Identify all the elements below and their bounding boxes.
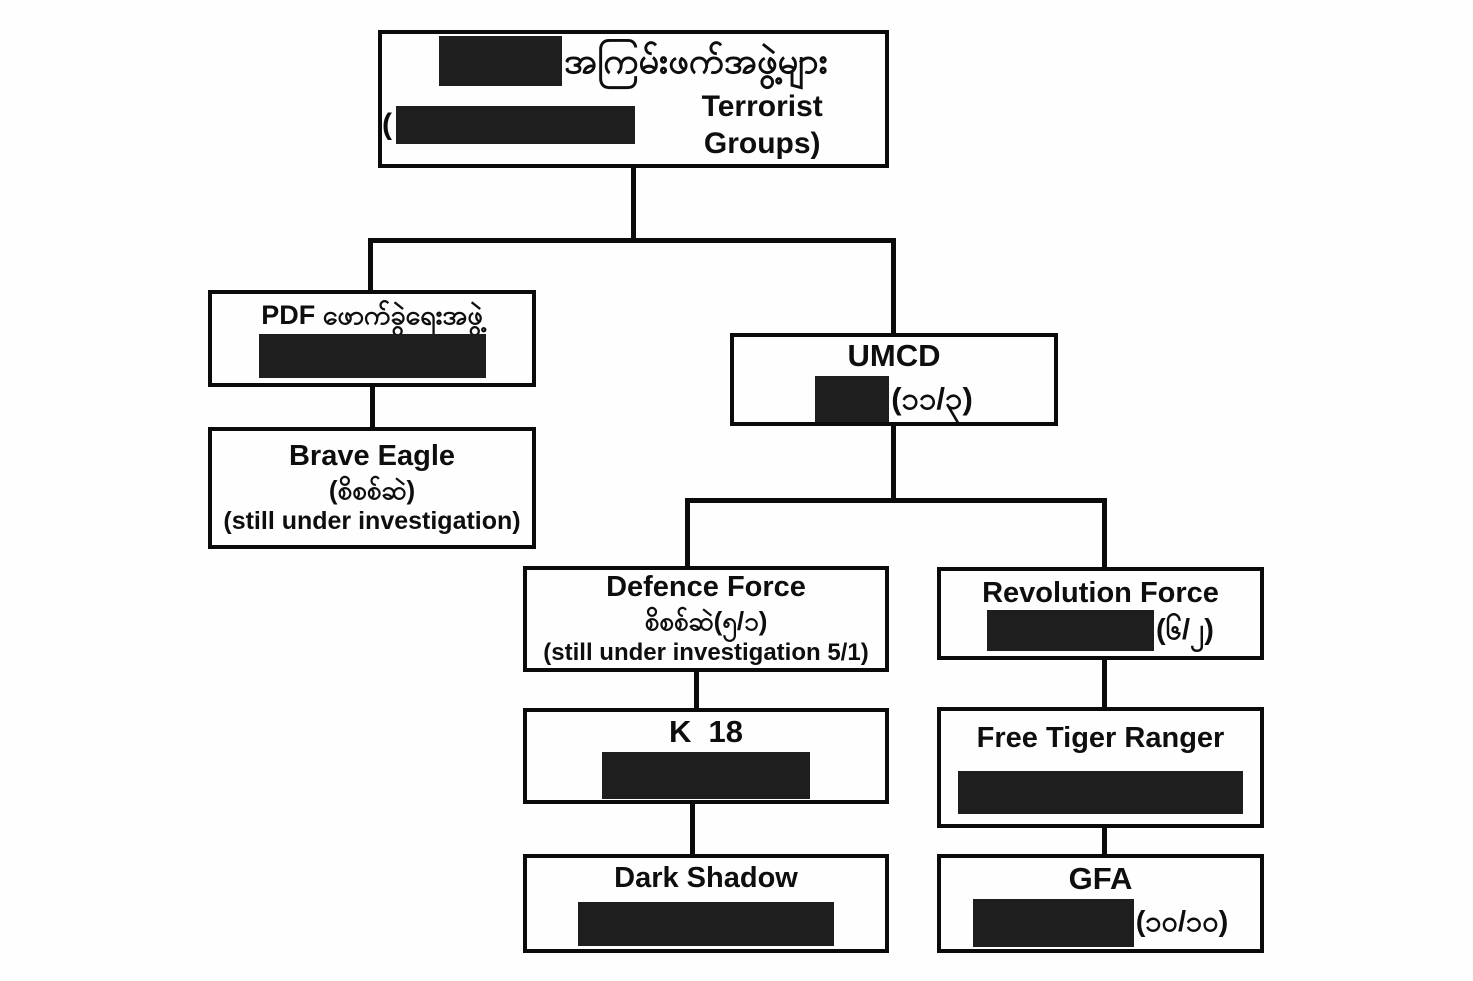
- root-open-paren: (: [382, 108, 392, 142]
- node-gfa: GFA (၁၀/၁၀): [937, 854, 1264, 953]
- redaction-bar: [972, 898, 1134, 947]
- connector-umcd-down: [891, 422, 896, 503]
- defence-force-title: Defence Force: [606, 571, 806, 604]
- redaction-bar: [815, 375, 890, 422]
- redaction-bar: [987, 610, 1155, 652]
- connector-pdf-to-brave-eagle: [370, 383, 375, 431]
- gfa-count: (၁၀/၁၀): [1135, 906, 1229, 939]
- k18-title: K 18: [668, 714, 744, 750]
- redaction-bar: [578, 901, 834, 946]
- umcd-count-row: (၁၁/၃): [815, 375, 973, 422]
- connector-branch-to-umcd: [891, 238, 896, 338]
- umcd-title: UMCD: [847, 338, 941, 374]
- root-burmese-title: အကြမ်းဖက်အဖွဲ့များ: [564, 40, 828, 81]
- gfa-count-row: (၁၀/၁၀): [972, 898, 1229, 947]
- connector-revolution-to-free-tiger: [1102, 656, 1107, 711]
- redaction-bar: [439, 35, 563, 86]
- revolution-force-title: Revolution Force: [982, 576, 1219, 609]
- root-english-title: Terrorist Groups): [701, 89, 823, 161]
- revolution-force-count-row: (၆/၂): [987, 610, 1214, 652]
- node-k18: K 18: [523, 708, 889, 804]
- gfa-title: GFA: [1068, 861, 1133, 897]
- redaction-bar: [396, 106, 636, 144]
- brave-eagle-english-note: (still under investigation): [223, 507, 521, 536]
- node-terrorist-groups: အကြမ်းဖက်အဖွဲ့များ ( Terrorist Groups): [378, 30, 889, 168]
- dark-shadow-title: Dark Shadow: [614, 862, 798, 895]
- node-defence-force: Defence Force စိစစ်ဆဲ(၅/၁) (still under …: [523, 566, 889, 672]
- node-umcd: UMCD (၁၁/၃): [730, 333, 1058, 426]
- connector-root-branch: [368, 238, 896, 243]
- root-burmese-row: အကြမ်းဖက်အဖွဲ့များ: [439, 35, 828, 86]
- brave-eagle-title: Brave Eagle: [288, 439, 456, 472]
- node-pdf-formation: PDF ဖောက်ခွဲရေးအဖွဲ့: [208, 290, 536, 387]
- pdf-title: PDF ဖောက်ခွဲရေးအဖွဲ့: [261, 300, 483, 331]
- node-dark-shadow: Dark Shadow: [523, 854, 889, 953]
- connector-umcd-branch: [685, 498, 1107, 503]
- connector-root-down: [631, 165, 636, 243]
- connector-branch-to-defence-force: [685, 498, 690, 570]
- revolution-force-count: (၆/၂): [1156, 614, 1214, 647]
- free-tiger-ranger-title: Free Tiger Ranger: [976, 721, 1225, 754]
- node-revolution-force: Revolution Force (၆/၂): [937, 567, 1264, 660]
- redaction-bar: [958, 771, 1243, 815]
- connector-k18-to-dark-shadow: [690, 800, 695, 858]
- brave-eagle-burmese-note: (စိစစ်ဆဲ): [328, 474, 416, 505]
- connector-branch-to-revolution-force: [1102, 498, 1107, 571]
- defence-force-english-note: (still under investigation 5/1): [543, 638, 869, 666]
- node-free-tiger-ranger: Free Tiger Ranger: [937, 707, 1264, 828]
- root-english-row: ( Terrorist Groups): [382, 88, 885, 163]
- node-brave-eagle: Brave Eagle (စိစစ်ဆဲ) (still under inves…: [208, 427, 536, 549]
- umcd-count: (၁၁/၃): [891, 380, 973, 416]
- connector-free-tiger-to-gfa: [1102, 824, 1107, 858]
- connector-branch-to-pdf: [368, 238, 373, 295]
- defence-force-burmese-note: စိစစ်ဆဲ(၅/၁): [644, 606, 768, 637]
- redaction-bar: [258, 333, 486, 378]
- redaction-bar: [602, 751, 810, 799]
- connector-defence-to-k18: [694, 668, 699, 712]
